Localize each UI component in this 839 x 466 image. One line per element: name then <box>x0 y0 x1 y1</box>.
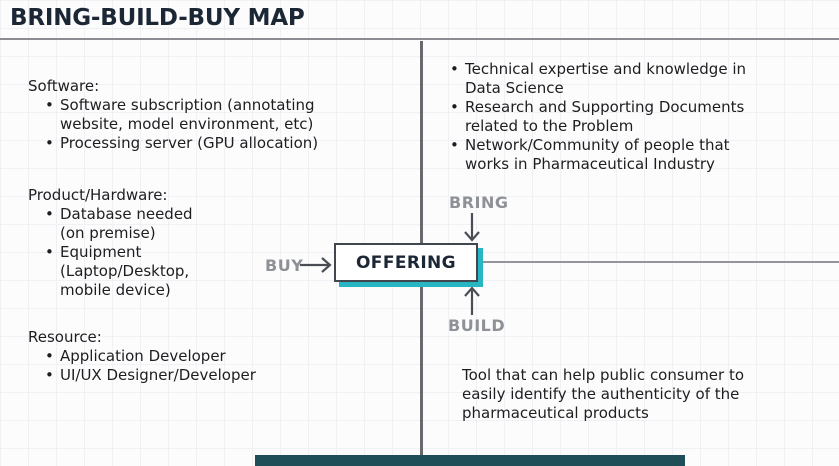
arrow-up-icon <box>464 286 480 315</box>
list-item: • Software subscription (annotating webs… <box>28 96 318 134</box>
list-item-line: UI/UX Designer/Developer <box>60 366 256 384</box>
bullet-dot: • <box>450 98 459 116</box>
list-item-line: website, model environment, etc) <box>60 115 314 133</box>
list-item: • Application Developer <box>28 347 256 366</box>
bullet-dot: • <box>45 205 54 223</box>
list-item-line: Software subscription (annotating <box>60 96 315 114</box>
list-item: • UI/UX Designer/Developer <box>28 366 256 385</box>
list-item-line: Data Science <box>465 79 564 97</box>
software-heading: Software: <box>28 77 100 95</box>
resource-section: Resource: • Application Developer • UI/U… <box>28 328 256 385</box>
list-item-line: related to the Problem <box>465 117 634 135</box>
bullet-dot: • <box>45 347 54 365</box>
bullet-dot: • <box>450 60 459 78</box>
list-item: • Network/Community of people that works… <box>450 136 746 174</box>
list-item-line: works in Pharmaceutical Industry <box>465 155 715 173</box>
note-line: pharmaceutical products <box>462 404 649 422</box>
video-progress-bar[interactable] <box>255 455 685 466</box>
list-item-line: Network/Community of people that <box>465 136 730 154</box>
bullet-dot: • <box>45 243 54 261</box>
title-underline <box>0 38 839 40</box>
arrow-right-icon <box>300 257 332 273</box>
buy-label: BUY <box>265 256 304 275</box>
build-note: Tool that can help public consumer to ea… <box>462 366 744 423</box>
list-item-line: (on premise) <box>60 224 156 242</box>
arrow-down-icon <box>464 213 480 242</box>
bring-items-section: • Technical expertise and knowledge in D… <box>450 60 746 174</box>
bring-label: BRING <box>449 193 509 212</box>
bullet-dot: • <box>45 366 54 384</box>
resource-heading: Resource: <box>28 328 102 346</box>
list-item-line: mobile device) <box>60 281 171 299</box>
list-item-line: Technical expertise and knowledge in <box>465 60 747 78</box>
list-item: • Database needed (on premise) <box>28 205 193 243</box>
software-section: Software: • Software subscription (annot… <box>28 77 318 153</box>
offering-node[interactable]: OFFERING <box>334 243 478 282</box>
list-item: • Processing server (GPU allocation) <box>28 134 318 153</box>
list-item: • Research and Supporting Documents rela… <box>450 98 746 136</box>
build-label: BUILD <box>448 316 506 335</box>
list-item-line: (Laptop/Desktop, <box>60 262 190 280</box>
list-item-line: Processing server (GPU allocation) <box>60 134 319 152</box>
offering-right-connector-line <box>480 261 839 263</box>
list-item-line: Database needed <box>60 205 193 223</box>
note-line: Tool that can help public consumer to <box>462 366 745 384</box>
list-item-line: Equipment <box>60 243 142 261</box>
bullet-dot: • <box>450 136 459 154</box>
product-hardware-heading: Product/Hardware: <box>28 186 168 204</box>
bullet-dot: • <box>45 134 54 152</box>
bullet-dot: • <box>45 96 54 114</box>
page-title: BRING-BUILD-BUY MAP <box>10 5 305 31</box>
note-line: easily identify the authenticity of the <box>462 385 740 403</box>
list-item: • Technical expertise and knowledge in D… <box>450 60 746 98</box>
list-item-line: Application Developer <box>60 347 226 365</box>
list-item: • Equipment (Laptop/Desktop, mobile devi… <box>28 243 193 300</box>
offering-label: OFFERING <box>355 252 457 273</box>
list-item-line: Research and Supporting Documents <box>465 98 745 116</box>
product-hardware-section: Product/Hardware: • Database needed (on … <box>28 186 193 300</box>
